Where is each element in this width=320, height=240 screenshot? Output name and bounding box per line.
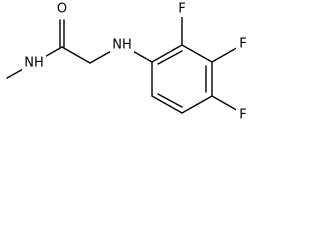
ring-inner-double-c5-c6 bbox=[157, 93, 183, 108]
fluorine-2-label: F bbox=[178, 2, 185, 17]
ring-inner-double-c1-c2 bbox=[157, 50, 183, 65]
amine-nitrogen-label: NH bbox=[112, 38, 132, 53]
ring-bond-c5-c6 bbox=[151, 95, 183, 114]
ring-bond-c2-c3 bbox=[181, 44, 213, 63]
carbonyl-oxygen-label: O bbox=[57, 2, 67, 17]
chemical-structure: O NH NH F F F bbox=[6, 1, 250, 123]
ring-bond-c4-c5 bbox=[181, 95, 213, 114]
bond-c4-f bbox=[211, 95, 241, 113]
fluorine-4-label: F bbox=[239, 108, 246, 123]
bond-carbonyl-c-ch2 bbox=[61, 46, 91, 64]
amide-nitrogen-label: NH bbox=[24, 56, 44, 71]
bonds bbox=[6, 13, 241, 114]
ring-bond-c1-c2 bbox=[151, 44, 183, 63]
atom-labels: O NH NH F F F bbox=[22, 1, 250, 123]
bond-c3-f bbox=[211, 45, 241, 63]
fluorine-3-label: F bbox=[239, 37, 246, 52]
